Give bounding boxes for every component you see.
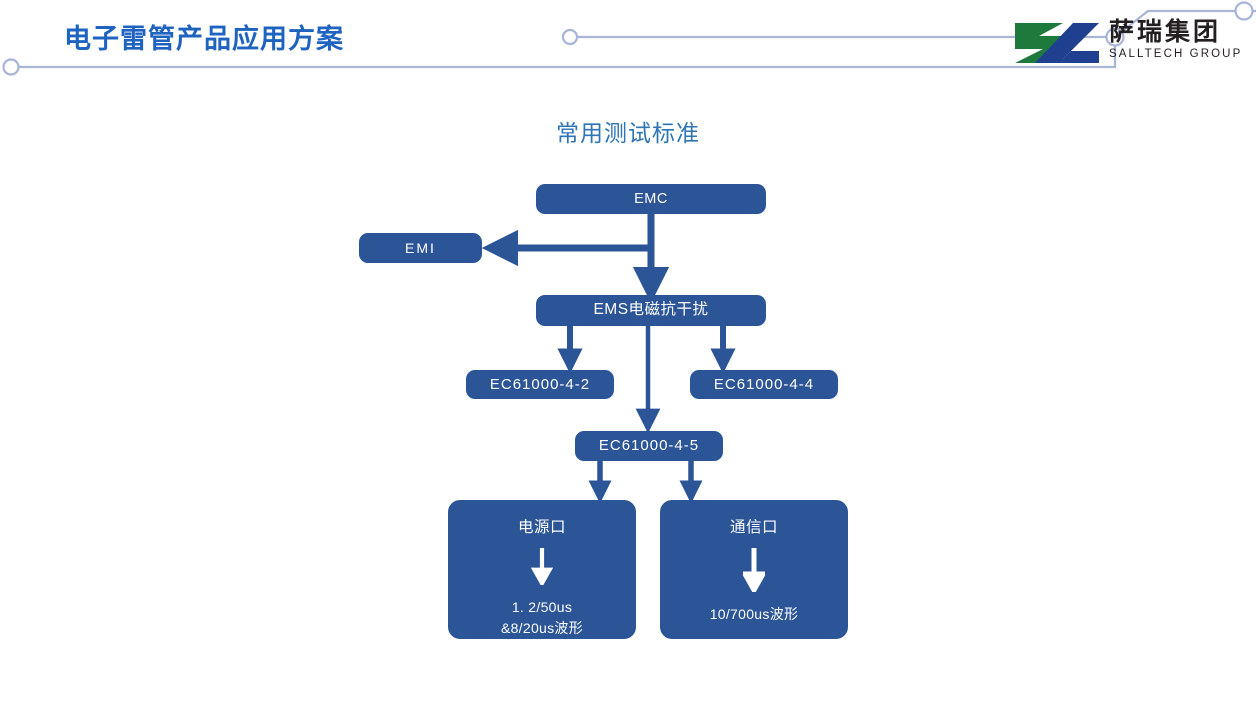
page-title: 电子雷管产品应用方案: [64, 24, 344, 54]
down-arrow-icon: [743, 548, 765, 593]
decor-circle-left: [2, 58, 20, 76]
header-decoration-lines: [2, 1, 1256, 76]
node-ec61000-4-4-label: EC61000-4-4: [713, 375, 815, 393]
company-logo: 萨瑞集团 SALLTECH GROUP: [1013, 17, 1249, 67]
node-power-port-title: 电源口: [517, 519, 566, 536]
node-comm-port[interactable]: 通信口 10/700us波形: [660, 500, 848, 639]
decor-circle-mid: [1105, 27, 1125, 47]
node-emc[interactable]: EMC: [536, 184, 766, 214]
slide-header: 电子雷管产品应用方案 萨瑞集团 SALLTECH GROUP: [0, 0, 1256, 90]
slide-section-title: 常用测试标准: [556, 120, 700, 146]
node-comm-port-line-1: 10/700us波形: [709, 606, 799, 623]
salltech-logo-mark-icon: [1015, 23, 1099, 63]
logo-name-cn: 萨瑞集团: [1109, 18, 1222, 46]
logo-wordmark: 萨瑞集团 SALLTECH GROUP: [1109, 17, 1249, 61]
decor-circle-right: [1234, 1, 1254, 21]
node-ec61000-4-2[interactable]: EC61000-4-2: [466, 370, 614, 399]
node-ec61000-4-4[interactable]: EC61000-4-4: [690, 370, 838, 399]
node-power-port[interactable]: 电源口 1. 2/50us &8/20us波形: [448, 500, 636, 639]
node-ems-label: EMS电磁抗干扰: [593, 301, 709, 319]
node-power-port-line-2: &8/20us波形: [500, 620, 584, 636]
node-ems[interactable]: EMS电磁抗干扰: [536, 295, 766, 326]
node-power-port-line-1: 1. 2/50us: [511, 599, 573, 615]
node-emi[interactable]: EMI: [359, 233, 482, 263]
node-ec61000-4-5[interactable]: EC61000-4-5: [575, 431, 723, 461]
node-ec61000-4-5-label: EC61000-4-5: [598, 437, 700, 455]
node-ec61000-4-2-label: EC61000-4-2: [489, 375, 591, 393]
node-comm-port-title: 通信口: [729, 519, 778, 536]
logo-name-en: SALLTECH GROUP: [1109, 48, 1243, 60]
down-arrow-icon: [531, 548, 553, 585]
decor-circle-title: [561, 28, 579, 46]
node-emc-label: EMC: [634, 190, 668, 207]
node-emi-label: EMI: [405, 239, 436, 256]
